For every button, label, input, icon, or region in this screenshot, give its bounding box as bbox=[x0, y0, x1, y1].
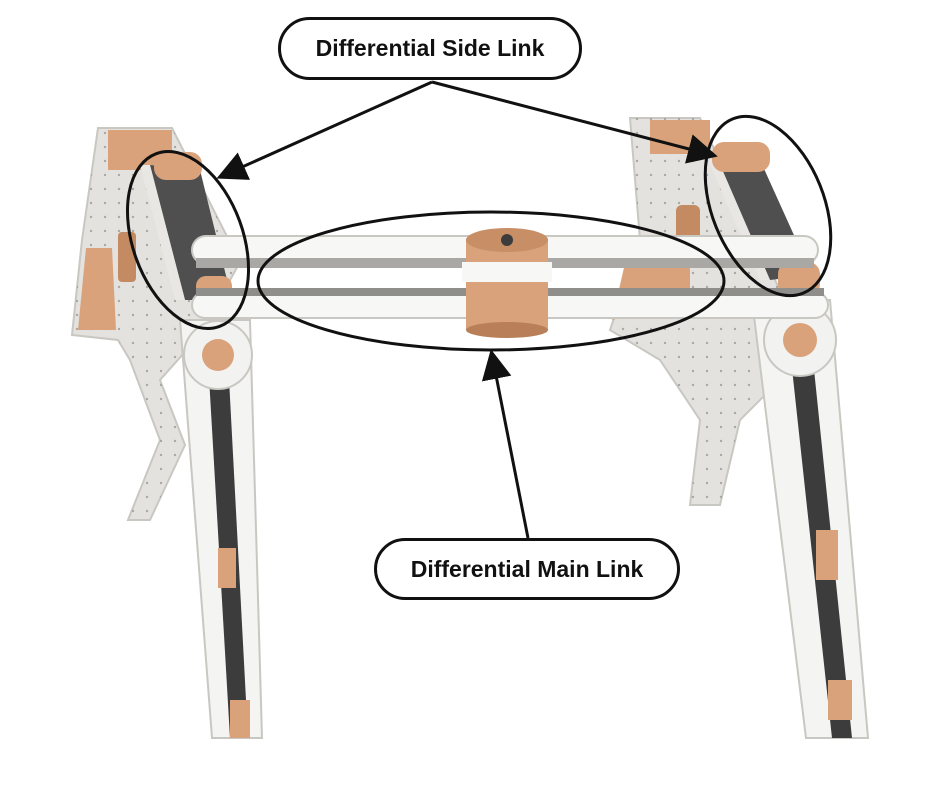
differential-main-link-label: Differential Main Link bbox=[374, 538, 680, 600]
right-copper-block-top bbox=[650, 120, 710, 154]
left-knee-hub bbox=[202, 339, 234, 371]
right-side-link-highlight-ellipse bbox=[703, 114, 833, 298]
left-leg-assembly bbox=[70, 127, 264, 739]
right-side-link-pin-bottom bbox=[778, 262, 820, 296]
main-link-hub-body bbox=[466, 240, 548, 330]
left-copper-spacer bbox=[118, 232, 136, 282]
side-link-arrow-right bbox=[431, 80, 718, 164]
main-link-arrow bbox=[481, 349, 530, 539]
main-link-hub-bore bbox=[501, 234, 513, 246]
left-leg-copper-2 bbox=[230, 700, 250, 738]
side-link-arrow-left bbox=[216, 80, 433, 180]
annotations bbox=[125, 80, 833, 539]
left-copper-wedge bbox=[78, 248, 116, 330]
main-link-hub-bottom bbox=[466, 322, 548, 338]
left-side-link-bar-edge bbox=[140, 165, 185, 300]
left-leg-copper-1 bbox=[218, 548, 236, 588]
right-leg-copper-1 bbox=[816, 530, 838, 580]
differential-main-link bbox=[191, 228, 829, 338]
right-side-link-pin-top bbox=[712, 142, 770, 172]
right-knee-hub bbox=[783, 323, 817, 357]
left-side-link-pin-top bbox=[154, 152, 202, 180]
differential-side-link-label: Differential Side Link bbox=[278, 17, 582, 80]
left-side-link-highlight-ellipse bbox=[125, 150, 251, 330]
right-leg-copper-2 bbox=[828, 680, 852, 720]
main-link-hub-white-band bbox=[462, 262, 552, 282]
